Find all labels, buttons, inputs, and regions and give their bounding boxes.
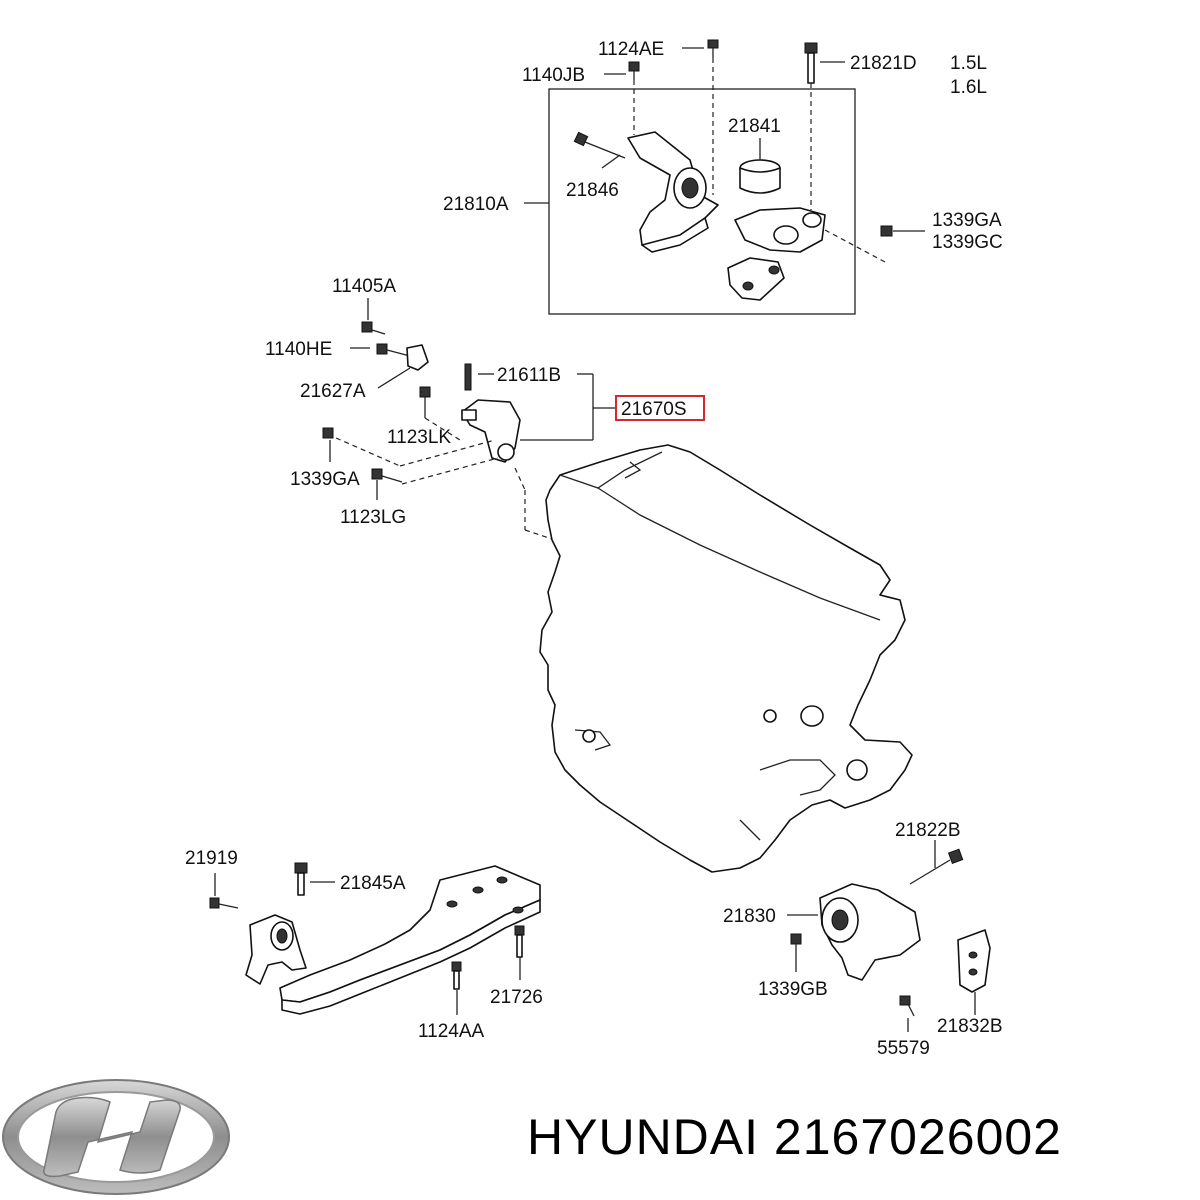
bolt-1124AA bbox=[451, 961, 462, 1015]
bolt-21822B bbox=[909, 840, 964, 885]
label-55579: 55579 bbox=[877, 1038, 930, 1059]
label-1339GC: 1339GC bbox=[932, 232, 1003, 253]
nut-1339GB bbox=[790, 933, 802, 972]
engine-block bbox=[539, 444, 913, 873]
label-21810A: 21810A bbox=[443, 194, 509, 215]
bolt-1140HE bbox=[376, 343, 411, 357]
crossmember bbox=[279, 865, 541, 1015]
mount-21830 bbox=[787, 883, 921, 981]
mount-21919 bbox=[245, 914, 307, 985]
nut-1339GA-top bbox=[824, 225, 893, 263]
bolt-55579 bbox=[899, 995, 915, 1032]
bolt-1123LK bbox=[419, 386, 461, 441]
bolt-1124AE bbox=[707, 39, 719, 195]
label-21822B: 21822B bbox=[895, 820, 961, 841]
bolt-21846 bbox=[573, 131, 626, 159]
hyundai-logo bbox=[2, 1079, 230, 1195]
engine-mount-21810A bbox=[627, 131, 719, 253]
leaders-top bbox=[524, 47, 925, 232]
label-21821D: 21821D bbox=[850, 53, 917, 74]
label-11405A: 11405A bbox=[332, 276, 396, 297]
label-21846: 21846 bbox=[566, 180, 619, 201]
bracket-21670S bbox=[461, 363, 521, 463]
nut-1339GA-mid bbox=[322, 427, 496, 467]
label-21841: 21841 bbox=[728, 116, 781, 137]
bracket-21627A bbox=[377, 344, 429, 389]
bolt-1123LG bbox=[371, 457, 499, 500]
label-21611B: 21611B bbox=[497, 365, 561, 386]
mount-bracket bbox=[727, 207, 826, 301]
insulator-21841 bbox=[739, 159, 781, 194]
label-21726: 21726 bbox=[490, 987, 543, 1008]
leaders-mid bbox=[350, 347, 615, 541]
brand-part-number-title: HYUNDAI 2167026002 bbox=[527, 1109, 1062, 1165]
bolt-21821D bbox=[804, 42, 818, 210]
label-1124AE: 1124AE bbox=[598, 39, 664, 60]
inset-frame bbox=[548, 88, 856, 315]
label-1140HE: 1140HE bbox=[265, 339, 332, 360]
highlight-box-21670S bbox=[615, 395, 705, 421]
label-21845A: 21845A bbox=[340, 873, 406, 894]
bolt-21919 bbox=[209, 873, 239, 909]
label-1339GB: 1339GB bbox=[758, 979, 828, 1000]
bracket-21832B bbox=[957, 929, 991, 1015]
label-1339GA-mid: 1339GA bbox=[290, 469, 360, 490]
label-1123LG: 1123LG bbox=[340, 507, 406, 528]
bolt-1140JB bbox=[628, 61, 640, 135]
label-21832B: 21832B bbox=[937, 1016, 1003, 1037]
label-21830: 21830 bbox=[723, 906, 776, 927]
label-engine-1-6L: 1.6L bbox=[950, 77, 987, 98]
label-1140JB: 1140JB bbox=[522, 65, 585, 86]
label-1339GA-top: 1339GA bbox=[932, 210, 1002, 231]
bolt-21845A bbox=[294, 862, 335, 896]
label-21919: 21919 bbox=[185, 848, 238, 869]
bolt-21726 bbox=[514, 925, 525, 980]
bolt-11405A bbox=[361, 298, 386, 335]
label-1123LK: 1123LK bbox=[387, 427, 451, 448]
label-1124AA: 1124AA bbox=[418, 1021, 485, 1042]
label-21627A: 21627A bbox=[300, 381, 366, 402]
label-21670S: 21670S bbox=[621, 399, 687, 420]
label-engine-1-5L: 1.5L bbox=[950, 53, 987, 74]
